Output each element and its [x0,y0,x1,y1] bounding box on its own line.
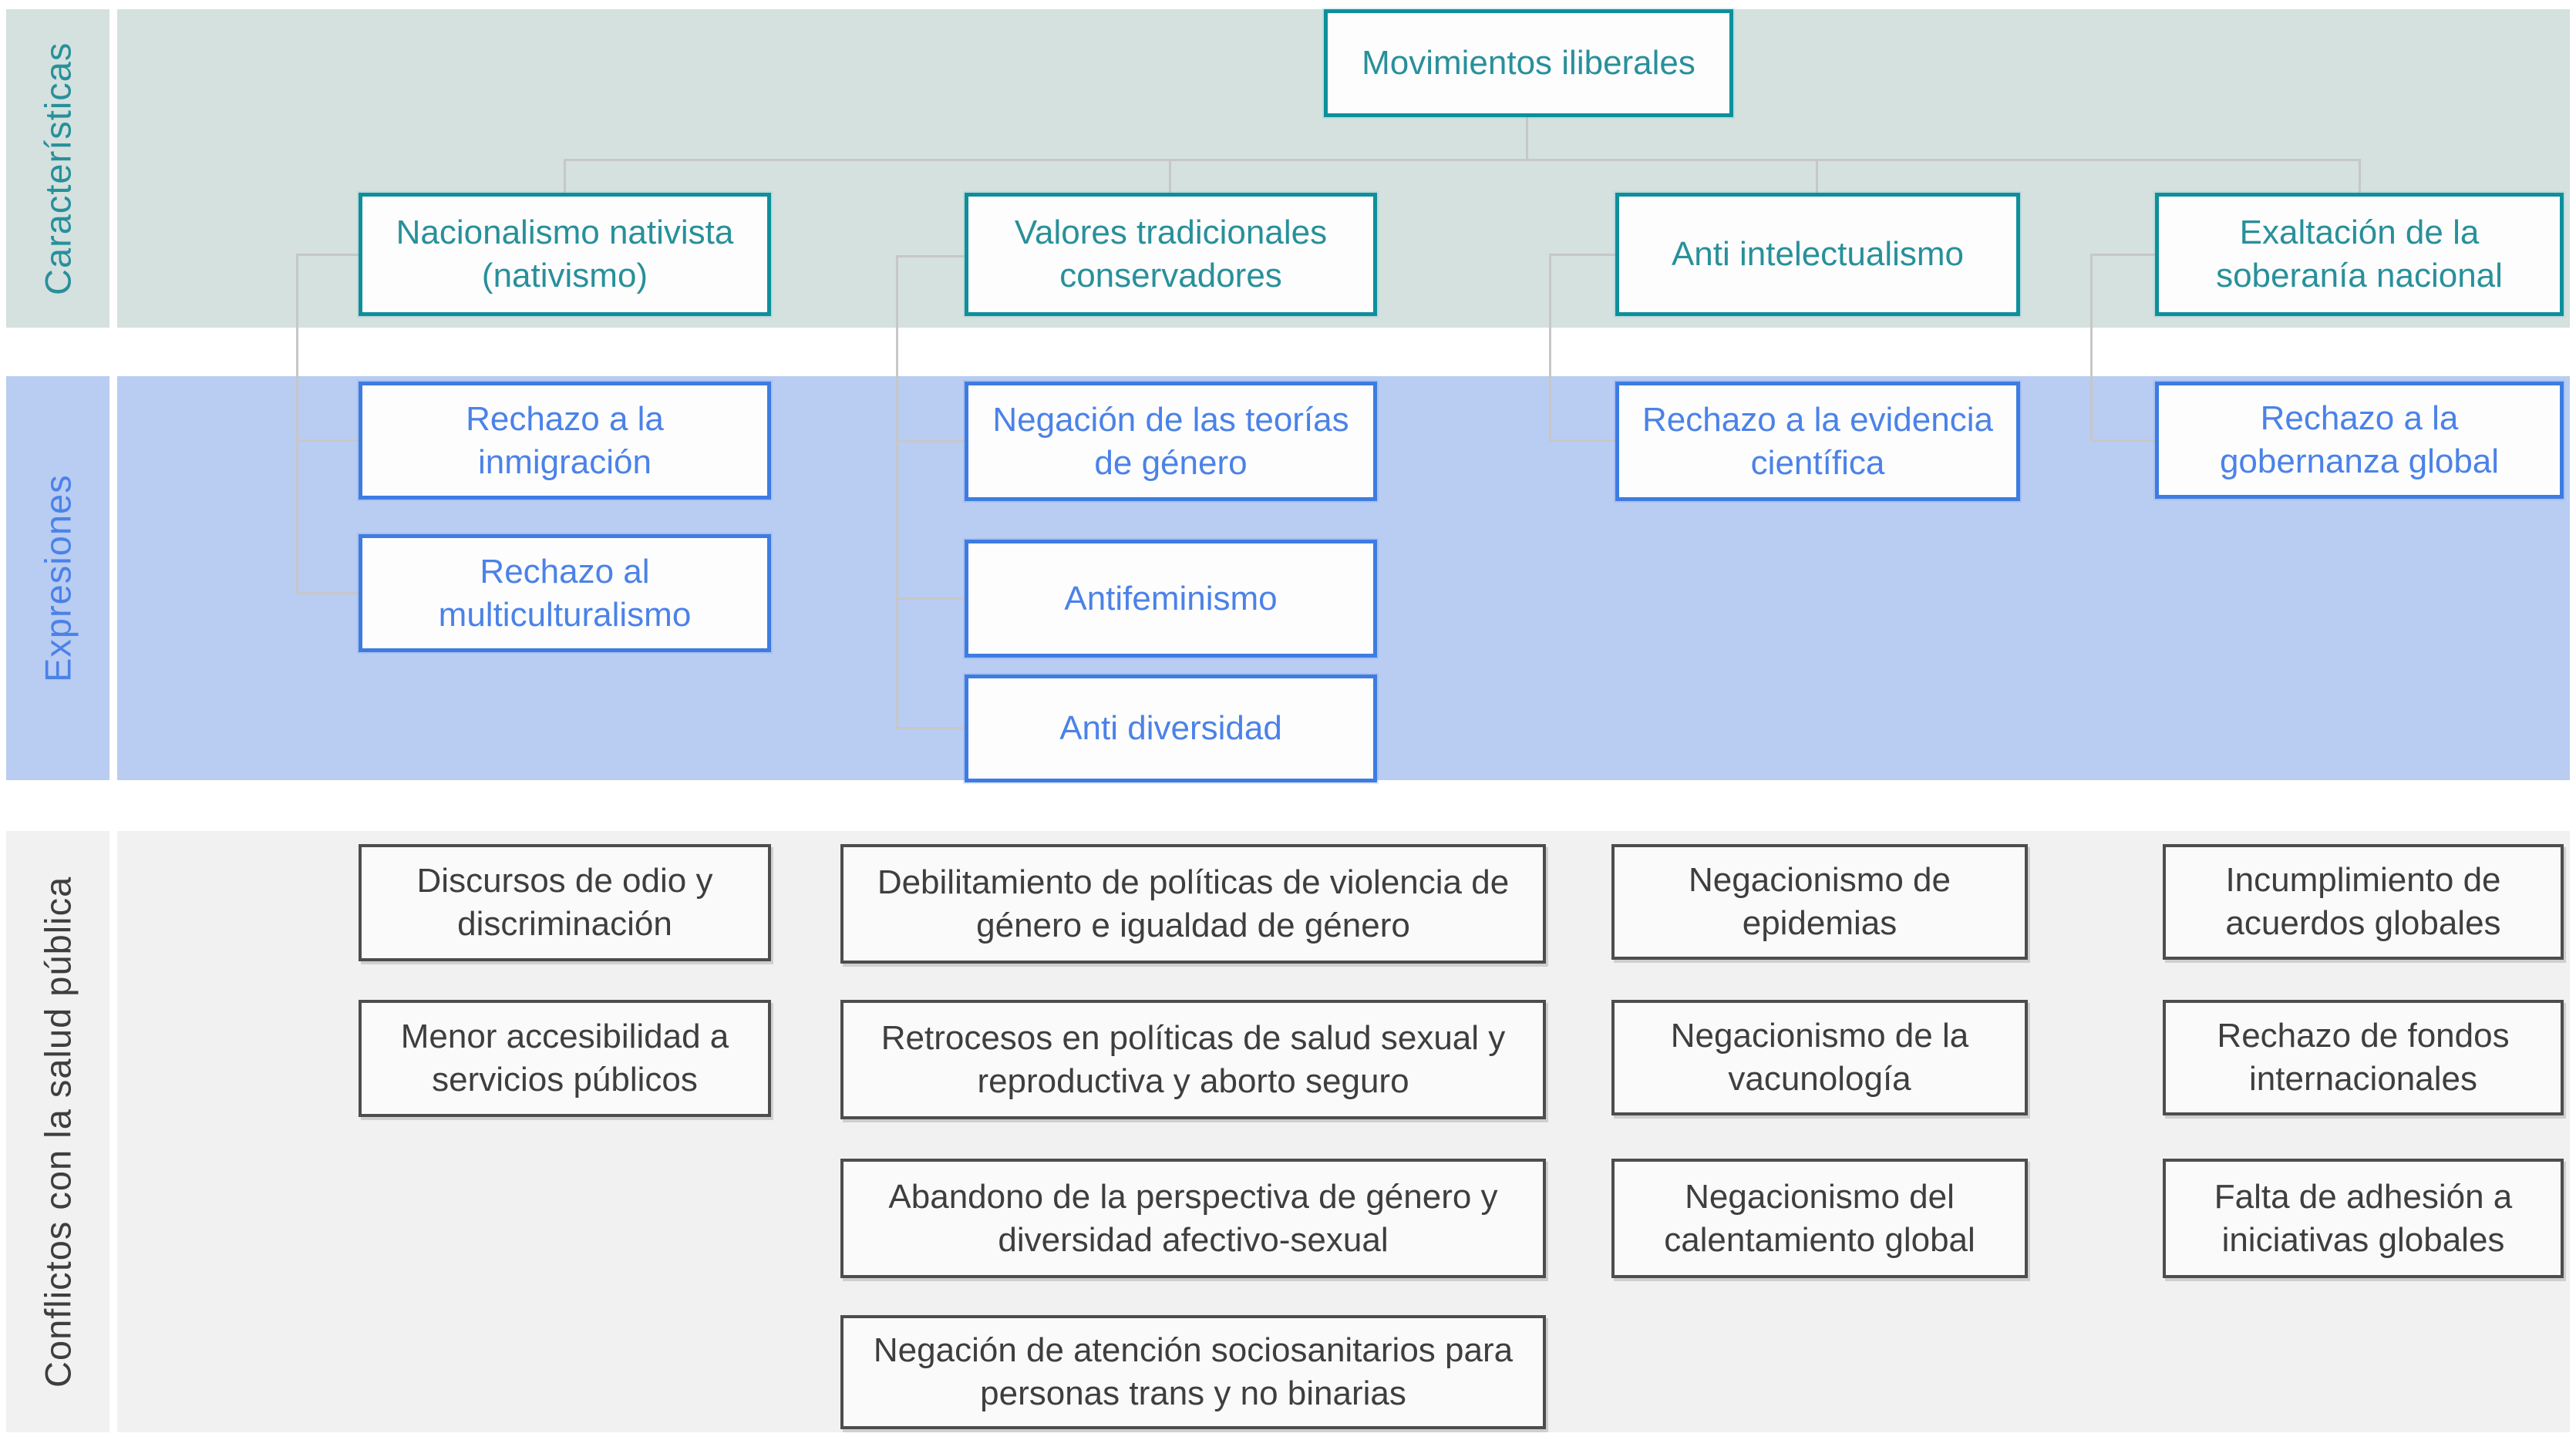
connector-cat2-branch-3 [896,727,966,729]
conflict-node-abandono-perspectiva-genero: Abandono de la perspectiva de género y d… [840,1159,1546,1278]
connector-cat4-branch-1 [2090,439,2157,442]
connector-cat2-branch-2 [896,597,966,600]
conflict-node-negacionismo-vacunologia: Negacionismo de la vacunología [1611,1000,2028,1115]
expression-node-negacion-teorias-genero: Negación de las teorías de género [965,382,1377,501]
conflict-node-falta-adhesion: Falta de adhesión a iniciativas globales [2163,1159,2564,1278]
connector-cat2-branch-1 [896,440,966,442]
conflict-node-debilitamiento-politicas: Debilitamiento de políticas de violencia… [840,844,1546,964]
conflict-node-discursos-odio: Discursos de odio y discriminación [359,844,771,961]
connector-cat1-trunk [296,254,298,594]
conflict-node-negacion-atencion-sociosanitaria: Negación de atención sociosanitarios par… [840,1315,1546,1429]
category-node-exaltacion-soberania: Exaltación de la soberanía nacional [2155,193,2564,316]
category-node-anti-intelectualismo: Anti intelectualismo [1615,193,2020,316]
connector-cat2-exit [897,255,966,257]
conflict-node-rechazo-fondos: Rechazo de fondos internacionales [2163,1000,2564,1115]
band-conflictos-label-strip: Conflictos con la salud pública [6,831,109,1432]
connector-drop-category-1 [564,159,566,194]
expression-node-antifeminismo: Antifeminismo [965,540,1377,658]
connector-cat1-branch-1 [296,439,360,442]
connector-cat2-trunk [896,255,898,728]
conflictos-row-label: Conflictos con la salud pública [37,876,79,1388]
connector-cat1-branch-2 [296,592,360,594]
band-caracteristicas-label-strip: Características [6,9,109,328]
connector-drop-category-2 [1169,159,1171,194]
connector-root-drop [1526,116,1528,160]
connector-cat1-exit [297,254,360,256]
expression-node-rechazo-gobernanza-global: Rechazo a la gobernanza global [2155,382,2564,499]
connector-cat3-trunk [1549,254,1551,442]
band-expresiones-label-strip: Expresiones [6,376,109,780]
conflict-node-menor-accesibilidad: Menor accesibilidad a servicios públicos [359,1000,771,1117]
conflict-node-negacionismo-calentamiento: Negacionismo del calentamiento global [1611,1159,2028,1278]
caracteristicas-row-label: Características [37,42,79,295]
category-node-nacionalismo-nativista: Nacionalismo nativista (nativismo) [359,193,771,316]
conflict-node-negacionismo-epidemias: Negacionismo de epidemias [1611,844,2028,960]
connector-cat4-trunk [2090,254,2093,442]
connector-drop-category-3 [1816,159,1818,194]
category-node-valores-tradicionales: Valores tradicionales conservadores [965,193,1377,316]
connector-cat3-exit [1550,254,1617,256]
expression-node-anti-diversidad: Anti diversidad [965,675,1377,782]
conflict-node-retrocesos-salud-sexual: Retrocesos en políticas de salud sexual … [840,1000,1546,1119]
connector-cat3-branch-1 [1549,439,1617,442]
connector-drop-category-4 [2359,159,2361,194]
expression-node-rechazo-multiculturalismo: Rechazo al multiculturalismo [359,534,771,652]
expresiones-row-label: Expresiones [37,474,79,682]
root-node-movimientos-iliberales: Movimientos iliberales [1324,9,1733,117]
expression-node-rechazo-evidencia-cientifica: Rechazo a la evidencia científica [1615,382,2020,501]
connector-top-rail [564,159,2361,161]
conflict-node-incumplimiento-acuerdos: Incumplimiento de acuerdos globales [2163,844,2564,960]
connector-cat4-exit [2091,254,2157,256]
expression-node-rechazo-inmigracion: Rechazo a la inmigración [359,382,771,500]
